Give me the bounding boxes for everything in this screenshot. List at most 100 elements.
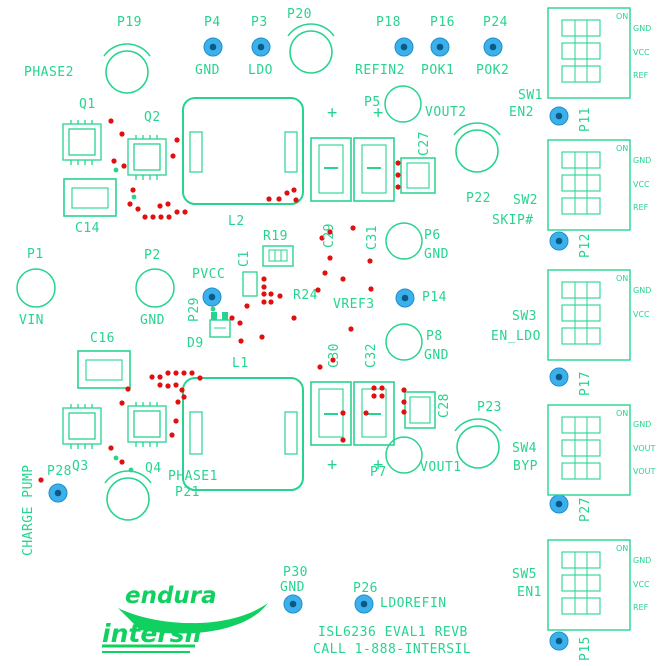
sw4-name: BYP — [513, 459, 538, 474]
net-label-vref3: VREF3 — [333, 297, 375, 312]
ref-c16: C16 — [90, 331, 115, 346]
ref-c27: C27 — [417, 131, 432, 156]
polarity-plus-2: + — [373, 103, 384, 123]
net-label-gnd-p8: GND — [424, 348, 449, 363]
ref-d9: D9 — [187, 336, 204, 351]
net-label-pvcc: PVCC — [192, 267, 226, 282]
sw4-pin-3: VOUT — [633, 467, 656, 476]
ref-c14: C14 — [75, 221, 100, 236]
ref-q3: Q3 — [72, 459, 89, 474]
sw1-pin-1: GND — [633, 24, 652, 33]
ref-q4: Q4 — [145, 461, 162, 476]
sw5-pin-3: REF — [633, 603, 649, 612]
ref-q1: Q1 — [79, 97, 96, 112]
sw3-footprint — [547, 269, 631, 361]
net-label-ldorefin: LDOREFIN — [380, 596, 447, 611]
ref-r24: R24 — [293, 288, 318, 303]
sw2-pin-1: GND — [633, 156, 652, 165]
net-label-refin2: REFIN2 — [355, 63, 405, 78]
sw4-id: SW4 — [512, 441, 537, 456]
board-text-line1: ISL6236 EVAL1 REVB — [318, 625, 468, 640]
pad-label-p8: P8 — [426, 329, 443, 344]
sw3-name: EN_LDO — [491, 329, 541, 344]
pad-label-p30: P30 — [283, 565, 308, 580]
sw5-footprint — [547, 539, 631, 631]
q4-footprint — [127, 401, 167, 448]
sw3-on: ON — [616, 274, 629, 283]
logo-endura: endura — [125, 583, 217, 609]
net-label-pok2: POK2 — [476, 63, 510, 78]
sw3-id: SW3 — [512, 309, 537, 324]
net-label-pok1: POK1 — [421, 63, 455, 78]
pad-label-p5: P5 — [364, 95, 381, 110]
pad-label-p21: P21 — [175, 485, 200, 500]
inductor-l1-outline — [182, 377, 304, 491]
sw2-pin-3: REF — [633, 203, 649, 212]
pad-label-p23: P23 — [477, 400, 502, 415]
ref-c29: C29 — [322, 223, 337, 248]
sw5-pin-2: VCC — [633, 580, 650, 589]
polarity-plus-1: + — [327, 103, 338, 123]
ref-l2: L2 — [228, 214, 245, 229]
sw2-footprint — [547, 139, 631, 231]
net-label-gnd-p6: GND — [424, 247, 449, 262]
ref-l1: L1 — [232, 356, 249, 371]
ref-c32: C32 — [364, 343, 379, 368]
pad-label-p7: P7 — [370, 465, 387, 480]
pad-label-p27: P27 — [578, 497, 593, 522]
sw2-pin-2: VCC — [633, 180, 650, 189]
pad-label-p15: P15 — [578, 636, 593, 661]
sw1-footprint — [547, 7, 631, 99]
net-label-vout1: VOUT1 — [420, 460, 462, 475]
net-label-gnd-p2: GND — [140, 313, 165, 328]
test-pads — [48, 37, 569, 651]
sw3-pin-1: GND — [633, 286, 652, 295]
pad-label-p20: P20 — [287, 7, 312, 22]
net-label-charge-pump: CHARGE PUMP — [21, 464, 36, 556]
pad-label-p6: P6 — [424, 228, 441, 243]
q2-footprint — [127, 134, 167, 181]
pad-label-p19: P19 — [117, 15, 142, 30]
net-label-phase1: PHASE1 — [168, 469, 218, 484]
pad-label-p26: P26 — [353, 581, 378, 596]
ref-q2: Q2 — [144, 110, 161, 125]
net-label-vin: VIN — [19, 313, 44, 328]
ref-c31: C31 — [365, 225, 380, 250]
sw5-name: EN1 — [517, 585, 542, 600]
ref-c30: C30 — [327, 343, 342, 368]
ref-r19: R19 — [263, 229, 288, 244]
sw1-name: EN2 — [509, 105, 534, 120]
polarity-plus-3: + — [327, 455, 338, 475]
sw4-pin-2: VOUT — [633, 444, 656, 453]
net-label-vout2: VOUT2 — [425, 105, 467, 120]
net-label-gnd-p4: GND — [195, 63, 220, 78]
ref-c1: C1 — [237, 250, 252, 267]
sw4-pin-1: GND — [633, 420, 652, 429]
net-label-gnd-p30: GND — [280, 580, 305, 595]
sw2-on: ON — [616, 144, 629, 153]
logo-intersil: intersil — [102, 619, 202, 648]
pad-label-p3: P3 — [251, 15, 268, 30]
pad-label-p12: P12 — [578, 233, 593, 258]
pad-label-p22: P22 — [466, 191, 491, 206]
board-text-line2: CALL 1-888-INTERSIL — [313, 642, 472, 657]
sw1-on: ON — [616, 12, 629, 21]
sw2-name: SKIP# — [492, 213, 534, 228]
pad-label-p1: P1 — [27, 247, 44, 262]
sw2-id: SW2 — [513, 193, 538, 208]
net-label-ldo: LDO — [248, 63, 273, 78]
sw5-pin-1: GND — [633, 556, 652, 565]
polarity-plus-4: + — [373, 455, 384, 475]
sw1-pin-3: REF — [633, 71, 649, 80]
net-label-phase2: PHASE2 — [24, 65, 74, 80]
inductor-l2-outline — [182, 97, 304, 205]
pad-label-p16: P16 — [430, 15, 455, 30]
pad-label-p29: P29 — [187, 297, 202, 322]
pad-label-p2: P2 — [144, 248, 161, 263]
pad-label-p18: P18 — [376, 15, 401, 30]
sw4-on: ON — [616, 409, 629, 418]
logo-swoosh — [118, 603, 268, 634]
pad-label-p17: P17 — [578, 371, 593, 396]
